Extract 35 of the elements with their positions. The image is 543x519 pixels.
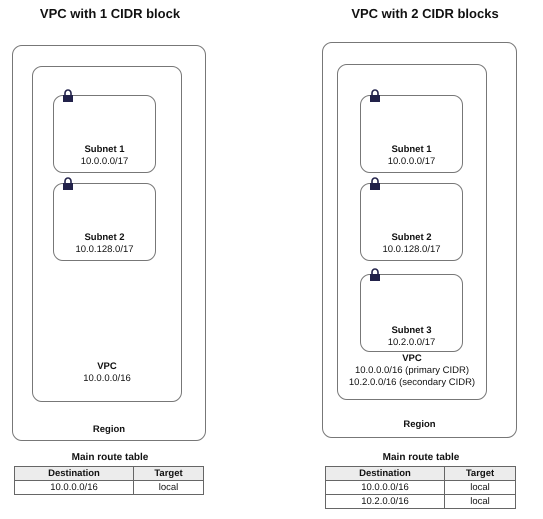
table-cell: 10.2.0.0/16 xyxy=(326,494,444,508)
cidr-text: 10.2.0.0/17 xyxy=(388,337,436,349)
vpc-box xyxy=(337,64,487,400)
panel-title: VPC with 1 CIDR block xyxy=(40,6,180,21)
cidr-text: 10.0.0.0/16 xyxy=(83,373,131,385)
header-cell: Target xyxy=(134,466,204,480)
cidr-text: 10.0.0.0/17 xyxy=(80,156,128,168)
box-heading: Region xyxy=(403,419,436,431)
cidr-text: 10.0.128.0/17 xyxy=(75,244,134,256)
header-cell: Destination xyxy=(14,466,134,480)
region-box xyxy=(12,45,206,441)
box-heading: Subnet 3 xyxy=(391,325,432,337)
vpc-box xyxy=(32,66,182,402)
table-cell: 10.0.0.0/16 xyxy=(326,480,444,494)
box-heading: Subnet 1 xyxy=(391,144,432,156)
cidr-text: 10.0.0.0/16 (primary CIDR) xyxy=(354,365,470,377)
box-heading: Region xyxy=(92,424,126,436)
table-cell: local xyxy=(444,480,516,494)
box-heading: Subnet 2 xyxy=(391,232,432,244)
box-heading: VPC xyxy=(402,353,422,365)
box-heading: Subnet 2 xyxy=(84,232,125,244)
panel-title: VPC with 2 CIDR blocks xyxy=(351,6,499,21)
box-heading: Subnet 1 xyxy=(84,144,125,156)
cidr-text: 10.0.0.0/17 xyxy=(388,156,436,168)
region-box xyxy=(322,42,517,438)
header-cell: Target xyxy=(444,466,516,480)
table-title: Main route table xyxy=(72,452,148,463)
table-title: Main route table xyxy=(382,452,460,463)
header-cell: Destination xyxy=(326,466,444,480)
table-cell: 10.0.0.0/16 xyxy=(14,480,134,494)
cidr-text: 10.0.128.0/17 xyxy=(382,244,441,256)
box-heading: VPC xyxy=(97,361,117,373)
cidr-text: 10.2.0.0/16 (secondary CIDR) xyxy=(348,377,476,389)
table-cell: local xyxy=(134,480,204,494)
table-cell: local xyxy=(444,494,516,508)
